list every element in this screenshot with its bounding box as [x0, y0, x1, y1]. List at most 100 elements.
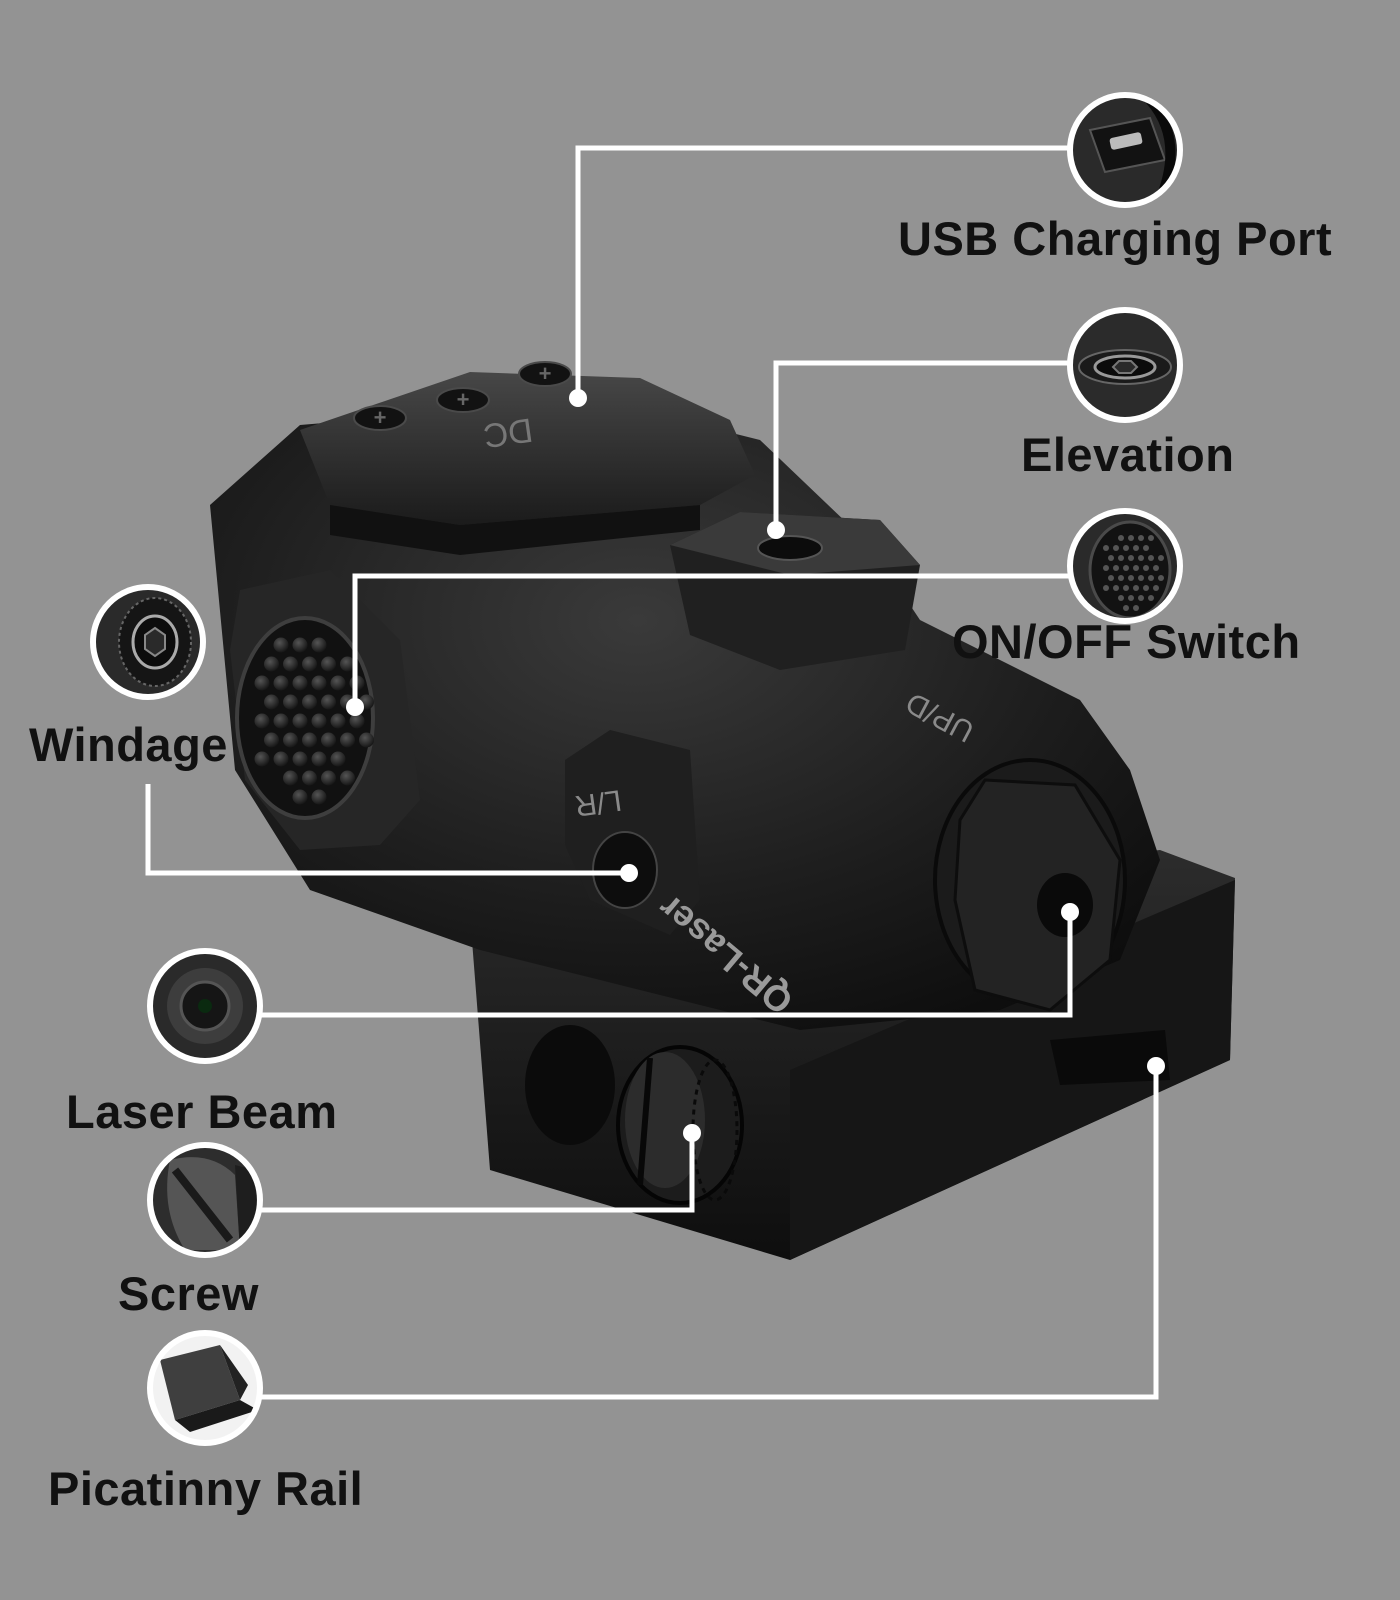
anchor-dot-screw — [683, 1124, 701, 1142]
knurl-dot — [264, 732, 279, 748]
knurl-dot — [273, 751, 289, 767]
knurl-dot — [264, 656, 279, 672]
knurl-dot — [302, 770, 317, 786]
anchor-dot-rail — [1147, 1057, 1165, 1075]
knurl-dot — [311, 713, 327, 729]
laser-beam-thumbnail — [147, 948, 263, 1064]
knurl-dot — [1118, 535, 1124, 541]
knurl-dot — [283, 694, 298, 710]
knurl-dot — [1128, 575, 1134, 581]
knurl-dot — [1148, 555, 1154, 561]
knurl-dot — [1113, 585, 1119, 591]
knurl-dot — [1108, 575, 1114, 581]
knurl-dot — [292, 751, 308, 767]
screw-label: Screw — [118, 1267, 259, 1320]
knurl-dot — [1153, 565, 1159, 571]
knurl-dot — [321, 770, 336, 786]
knurl-dot — [321, 694, 336, 710]
elevation-turret — [670, 512, 920, 670]
knurl-dot — [330, 751, 346, 767]
knurl-dot — [292, 789, 308, 805]
knurl-dot — [302, 694, 317, 710]
knurl-dot — [1123, 565, 1129, 571]
knurl-dot — [273, 713, 289, 729]
windage-label: Windage — [29, 718, 228, 771]
knurl-dot — [311, 675, 327, 691]
anchor-dot-windage — [620, 864, 638, 882]
picatinny-rail-thumbnail — [147, 1330, 263, 1446]
leader-line-screw — [260, 1133, 695, 1213]
anchor-dot-usb — [569, 389, 587, 407]
knurl-dot — [1128, 595, 1134, 601]
knurl-dot — [1138, 575, 1144, 581]
windage-knurled-button — [230, 570, 420, 850]
knurl-dot — [292, 675, 308, 691]
knurl-dot — [1153, 585, 1159, 591]
knurl-dot — [349, 713, 365, 729]
knurl-dot — [359, 732, 374, 748]
svg-text:+: + — [374, 405, 387, 430]
lr-marking: L/R — [573, 783, 624, 822]
knurl-dot — [292, 637, 308, 653]
knurl-dot — [1128, 555, 1134, 561]
battery-cap: + + + DC — [300, 361, 755, 555]
leader-line-usb — [575, 145, 1070, 398]
anchor-dot-laser — [1061, 903, 1079, 921]
mount-hole — [525, 1025, 615, 1145]
knurl-dot — [1143, 585, 1149, 591]
rail-slot — [1050, 1030, 1170, 1085]
knurl-dot — [1133, 605, 1139, 611]
svg-text:+: + — [457, 387, 470, 412]
knurl-dot — [330, 713, 346, 729]
knurl-dot — [264, 694, 279, 710]
knurl-dot — [1113, 565, 1119, 571]
lr-block: L/R — [565, 730, 700, 935]
knurl-dot — [1123, 585, 1129, 591]
knurl-dot — [1118, 595, 1124, 601]
knurl-dot — [283, 732, 298, 748]
knurl-dot — [1108, 555, 1114, 561]
knurl-dot — [1138, 535, 1144, 541]
knurl-dot — [321, 732, 336, 748]
windage-thumbnail — [90, 584, 206, 700]
knurl-dot — [283, 770, 298, 786]
knurl-dot — [254, 675, 270, 691]
laser-beam-label: Laser Beam — [66, 1085, 338, 1138]
usb-charging-port-label: USB Charging Port — [898, 212, 1333, 265]
knurl-dot — [1158, 555, 1164, 561]
knurl-dot — [1103, 585, 1109, 591]
laser-barrel — [933, 758, 1127, 1012]
knurl-dot — [254, 713, 270, 729]
knurl-dot — [1118, 555, 1124, 561]
mount-thumb-screw — [616, 1045, 744, 1205]
elevation-label: Elevation — [1021, 428, 1235, 481]
knurl-dot — [311, 789, 327, 805]
anchor-dot-on-off — [346, 698, 364, 716]
knurl-dot — [1133, 545, 1139, 551]
knurl-dot — [1148, 575, 1154, 581]
knurl-dot — [1148, 595, 1154, 601]
knurl-dot — [1123, 545, 1129, 551]
knurl-dot — [1148, 535, 1154, 541]
on-off-switch-label: ON/OFF Switch — [952, 615, 1301, 668]
knurl-dot — [311, 751, 327, 767]
knurl-dot — [254, 751, 270, 767]
knurl-dot — [1103, 565, 1109, 571]
leader-line-elevation — [773, 360, 1070, 530]
knurl-dot — [321, 656, 336, 672]
anchor-dot-elevation — [767, 521, 785, 539]
dc-marking: DC — [481, 410, 535, 454]
knurl-dot — [273, 637, 289, 653]
knurl-dot — [1138, 555, 1144, 561]
knurl-dot — [311, 637, 327, 653]
knurl-dot — [302, 656, 317, 672]
knurl-dot — [1118, 575, 1124, 581]
elevation-thumbnail — [1067, 307, 1183, 423]
knurl-dot — [1103, 545, 1109, 551]
knurl-dot — [1143, 565, 1149, 571]
knurl-dot — [340, 656, 355, 672]
leader-line-rail — [260, 1066, 1159, 1400]
knurl-dot — [1133, 565, 1139, 571]
